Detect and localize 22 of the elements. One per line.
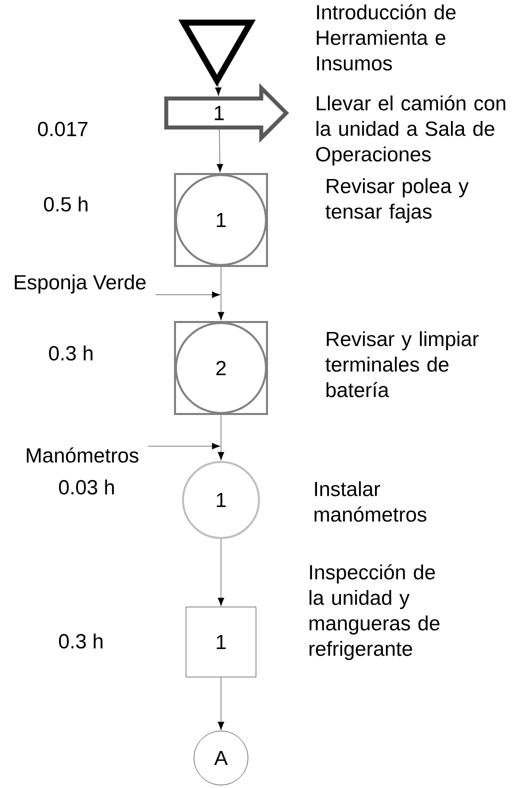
time-label: 0.03 h	[59, 479, 114, 495]
arrow	[214, 84, 222, 96]
arrow	[148, 442, 220, 450]
arrow	[218, 414, 224, 460]
arrow	[216, 129, 224, 172]
arrow	[218, 538, 224, 606]
material-label: Manómetros	[26, 447, 138, 463]
step-description: Revisar y limpiar terminales de batería	[326, 331, 479, 398]
time-label: 0.3 h	[59, 633, 102, 649]
step-description: Inspección de la unidad y mangueras de refrigerante	[310, 564, 440, 660]
step-description: Instalar manómetros	[314, 481, 426, 522]
inspection-square: 1	[186, 606, 256, 678]
time-label: 0.5 h	[44, 196, 88, 212]
step-description: Llevar el camión con la unidad a Sala de Operaciones	[316, 95, 506, 166]
arrow	[218, 266, 224, 320]
arrow	[218, 677, 224, 730]
time-label: 0.3 h	[49, 345, 92, 361]
step-description: Revisar polea y tensar fajas	[326, 178, 469, 223]
step-description: Introducción de Herramienta e Insumos	[316, 4, 456, 70]
arrow	[156, 291, 220, 298]
time-label: 0.017	[38, 122, 88, 136]
material-label: Esponja Verde	[14, 274, 146, 294]
